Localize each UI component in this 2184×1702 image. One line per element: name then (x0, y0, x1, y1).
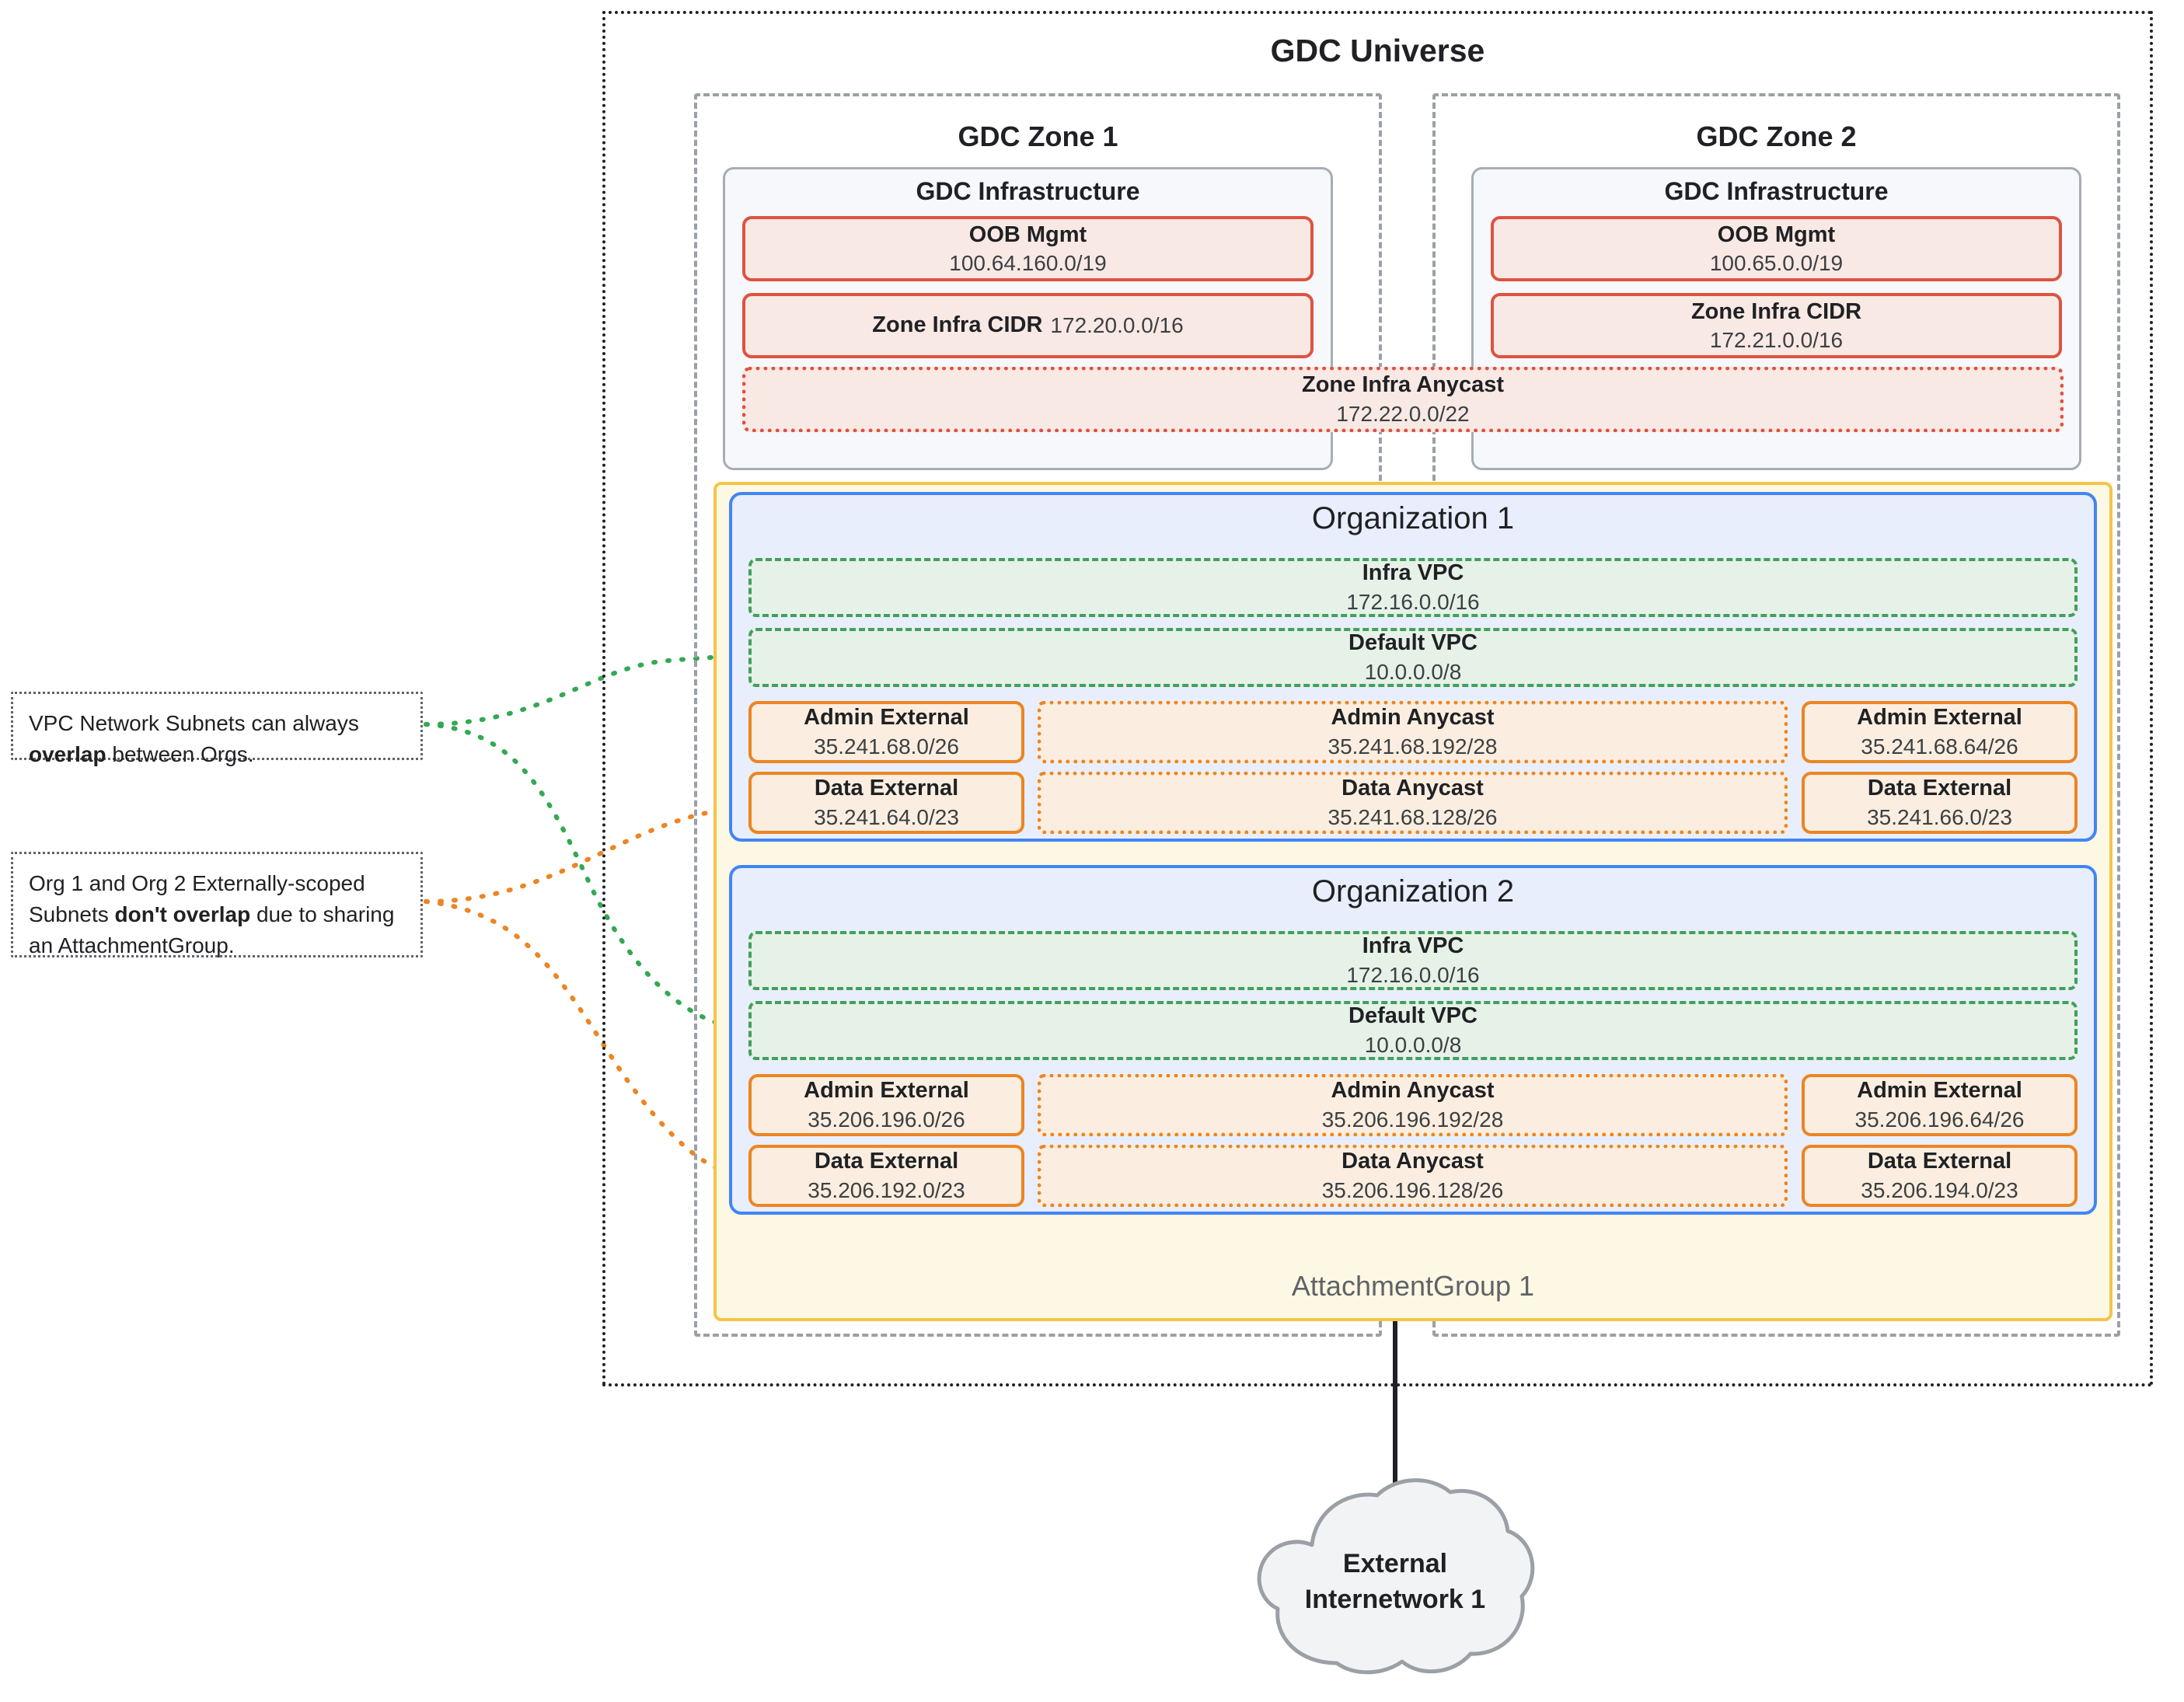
organization-1-data-external-left: Data External 35.241.64.0/23 (748, 772, 1024, 834)
callout-external-no-overlap-emphasis: don't overlap (114, 902, 251, 926)
organization-2-infra-vpc: Infra VPC 172.16.0.0/16 (748, 931, 2078, 990)
cloud-icon (1257, 1478, 1535, 1675)
zone-1-oob-mgmt-cidr: 100.64.160.0/19 (949, 250, 1107, 275)
organization-2-default-vpc: Default VPC 10.0.0.0/8 (748, 1001, 2078, 1060)
organization-1-default-vpc-name: Default VPC (1348, 630, 1478, 655)
gdc-universe-container (602, 11, 2153, 1386)
organization-1-title: Organization 1 (1311, 501, 1515, 535)
organization-1-data-external-right-cidr: 35.241.66.0/23 (1867, 804, 2012, 829)
gdc-zone-2-title: GDC Zone 2 (1696, 120, 1857, 152)
callout-vpc-overlap-text-after: between Orgs. (106, 741, 254, 766)
organization-1-admin-external-left: Admin External 35.241.68.0/26 (748, 701, 1024, 763)
organization-2-data-external-right: Data External 35.206.194.0/23 (1802, 1145, 2078, 1207)
organization-1-data-anycast: Data Anycast 35.241.68.128/26 (1038, 772, 1788, 834)
organization-2-data-anycast: Data Anycast 35.206.196.128/26 (1038, 1145, 1788, 1207)
organization-1-data-external-right: Data External 35.241.66.0/23 (1802, 772, 2078, 834)
organization-1-admin-external-right: Admin External 35.241.68.64/26 (1802, 701, 2078, 763)
zone-1-oob-mgmt-box: OOB Mgmt 100.64.160.0/19 (742, 216, 1314, 281)
organization-2-admin-anycast-cidr: 35.206.196.192/28 (1321, 1107, 1504, 1132)
organization-1-infra-vpc-cidr: 172.16.0.0/16 (1346, 589, 1480, 614)
callout-external-no-overlap-text-after: due to sharing an AttachmentGroup. (29, 902, 395, 957)
organization-1-data-external-right-name: Data External (1867, 775, 2012, 800)
zone-1-oob-mgmt-name: OOB Mgmt (968, 221, 1087, 247)
organization-1-admin-anycast-cidr: 35.241.68.192/28 (1327, 734, 1498, 759)
organization-2-title: Organization 2 (1311, 874, 1515, 909)
organization-2-data-external-right-name: Data External (1867, 1148, 2012, 1174)
organization-2-data-external-left-cidr: 35.206.192.0/23 (808, 1177, 965, 1202)
organization-1-admin-anycast: Admin Anycast 35.241.68.192/28 (1038, 701, 1788, 763)
organization-1-default-vpc: Default VPC 10.0.0.0/8 (748, 628, 2078, 687)
organization-1-admin-external-right-name: Admin External (1857, 704, 2022, 730)
zone-2-infrastructure-title: GDC Infrastructure (1664, 177, 1889, 205)
organization-1-admin-external-left-name: Admin External (804, 704, 969, 730)
organization-2-data-anycast-cidr: 35.206.196.128/26 (1321, 1177, 1504, 1202)
organization-1-data-external-left-cidr: 35.241.64.0/23 (814, 804, 959, 829)
organization-1-default-vpc-cidr: 10.0.0.0/8 (1364, 659, 1462, 684)
organization-1-admin-anycast-name: Admin Anycast (1331, 704, 1495, 730)
zone-2-oob-mgmt-box: OOB Mgmt 100.65.0.0/19 (1491, 216, 2062, 281)
organization-1-admin-external-right-cidr: 35.241.68.64/26 (1861, 734, 2018, 759)
callout-vpc-overlap-text-before: VPC Network Subnets can always (29, 711, 359, 735)
external-internetwork-label: External Internetwork 1 (1244, 1547, 1547, 1618)
organization-2-data-anycast-name: Data Anycast (1341, 1148, 1484, 1174)
organization-2-admin-external-left-name: Admin External (804, 1077, 969, 1103)
attachment-group-label: AttachmentGroup 1 (1291, 1270, 1535, 1302)
zone-infra-anycast-box: Zone Infra Anycast 172.22.0.0/22 (742, 367, 2064, 432)
organization-1-data-external-left-name: Data External (814, 775, 959, 800)
organization-1-infra-vpc-name: Infra VPC (1362, 560, 1464, 585)
organization-1-admin-external-left-cidr: 35.241.68.0/26 (814, 734, 959, 759)
zone-2-infra-cidr-name: Zone Infra CIDR (1690, 298, 1862, 324)
organization-2-admin-anycast-name: Admin Anycast (1331, 1077, 1495, 1103)
organization-2-data-external-right-cidr: 35.206.194.0/23 (1861, 1177, 2018, 1202)
zone-2-infra-cidr-value: 172.21.0.0/16 (1709, 327, 1844, 352)
zone-infra-anycast-cidr: 172.22.0.0/22 (1336, 401, 1470, 426)
organization-2-admin-external-left: Admin External 35.206.196.0/26 (748, 1074, 1024, 1136)
organization-1-data-anycast-cidr: 35.241.68.128/26 (1327, 804, 1498, 829)
zone-2-infra-cidr-box: Zone Infra CIDR 172.21.0.0/16 (1491, 293, 2062, 358)
external-internetwork-line1: External (1342, 1549, 1448, 1578)
callout-vpc-overlap-emphasis: overlap (29, 741, 106, 766)
gdc-zone-1-title: GDC Zone 1 (958, 120, 1118, 152)
organization-2-admin-external-right-name: Admin External (1857, 1077, 2022, 1103)
organization-1-data-anycast-name: Data Anycast (1341, 775, 1484, 800)
zone-1-infra-cidr-box: Zone Infra CIDR 172.20.0.0/16 (742, 293, 1314, 358)
callout-vpc-overlap: VPC Network Subnets can always overlap b… (11, 692, 423, 766)
organization-2-admin-external-left-cidr: 35.206.196.0/26 (808, 1107, 965, 1132)
organization-2-default-vpc-cidr: 10.0.0.0/8 (1364, 1032, 1462, 1057)
zone-1-infrastructure-title: GDC Infrastructure (916, 177, 1140, 205)
zone-2-oob-mgmt-cidr: 100.65.0.0/19 (1709, 250, 1844, 275)
organization-2-data-external-left: Data External 35.206.192.0/23 (748, 1145, 1024, 1207)
zone-2-oob-mgmt-name: OOB Mgmt (1717, 221, 1836, 247)
organization-2-infra-vpc-name: Infra VPC (1362, 933, 1464, 958)
external-internetwork-cloud (1244, 1469, 1547, 1694)
callout-external-no-overlap: Org 1 and Org 2 Externally-scoped Subnet… (11, 852, 423, 957)
organization-2-admin-external-right-cidr: 35.206.196.64/26 (1854, 1107, 2025, 1132)
external-internetwork-line2: Internetwork 1 (1304, 1584, 1486, 1614)
organization-2-data-external-left-name: Data External (814, 1148, 959, 1174)
organization-2-admin-anycast: Admin Anycast 35.206.196.192/28 (1038, 1074, 1788, 1136)
organization-2-admin-external-right: Admin External 35.206.196.64/26 (1802, 1074, 2078, 1136)
zone-infra-anycast-name: Zone Infra Anycast (1302, 371, 1504, 397)
organization-2-infra-vpc-cidr: 172.16.0.0/16 (1346, 962, 1480, 987)
zone-1-infra-cidr-name: Zone Infra CIDR (872, 312, 1043, 338)
zone-1-infra-cidr-value: 172.20.0.0/16 (1050, 313, 1184, 338)
organization-1-infra-vpc: Infra VPC 172.16.0.0/16 (748, 558, 2078, 617)
callout-external-no-overlap-text-before: Org 1 and Org 2 Externally-scoped Subnet… (29, 871, 365, 926)
organization-2-default-vpc-name: Default VPC (1348, 1003, 1478, 1028)
gdc-universe-title: GDC Universe (1270, 33, 1485, 68)
